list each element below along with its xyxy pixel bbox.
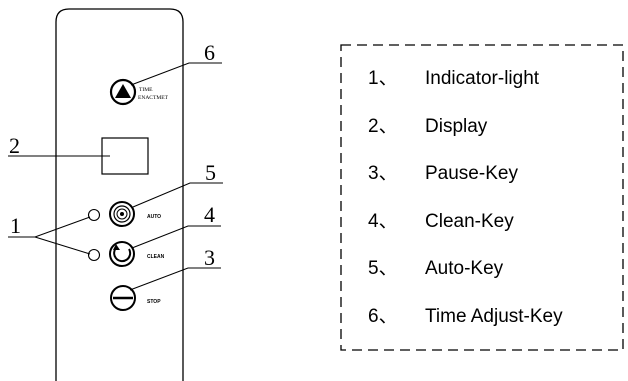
indicator-light-bottom [87,248,101,262]
legend-item-label: Auto-Key [425,258,504,280]
legend-item: 6、 Time Adjust-Key [368,304,563,352]
clean-label: CLEAN [147,254,165,260]
legend-item-label: Pause-Key [425,163,518,185]
auto-key[interactable] [109,201,135,227]
legend-item-number: 4、 [368,210,398,232]
auto-label: AUTO [147,214,161,220]
callout-2: 2 [9,133,20,158]
legend-item-label: Indicator-light [425,68,540,89]
legend-item-number: 2、 [368,115,398,137]
legend-item: 3、 Pause-Key [368,161,563,209]
legend: 1、Indicator-light 2、Display 3、Pause-Key … [341,45,623,350]
stop-label: STOP [147,299,161,305]
legend-item-label: Display [425,115,488,137]
leader-1 [8,216,91,255]
callout-3: 3 [204,245,215,270]
callout-6: 6 [204,40,215,65]
legend-item: 2、 Display [368,114,563,162]
clean-key[interactable] [109,241,135,267]
legend-item-number: 3、 [368,163,398,185]
legend-item-label: Clean-Key [425,210,514,232]
leader-5 [132,182,223,208]
legend-list: 1、Indicator-light 2、Display 3、Pause-Key … [368,66,563,352]
time-adjust-key[interactable] [109,78,137,106]
stop-key[interactable] [110,285,136,311]
legend-item-label: Time Adjust-Key [425,305,563,327]
leader-6 [130,62,222,86]
indicator-light-top [87,208,101,222]
legend-frame [340,44,624,351]
callout-5: 5 [205,160,216,185]
panel-outline [55,8,184,381]
callout-4: 4 [204,202,215,227]
legend-item-number: 5、 [368,258,398,280]
time-label-line-2: ENACTMET [138,95,169,101]
legend-item-number: 1、 [368,68,398,89]
time-label-line-1: TIME [139,87,153,93]
legend-item: 5、 Auto-Key [368,256,563,304]
legend-item: 4、 Clean-Key [368,209,563,257]
leader-4 [131,225,221,249]
legend-item-number: 6、 [368,305,398,327]
leader-3 [129,267,221,291]
legend-item: 1、 Indicator-light [368,66,563,114]
callout-1: 1 [10,213,21,238]
